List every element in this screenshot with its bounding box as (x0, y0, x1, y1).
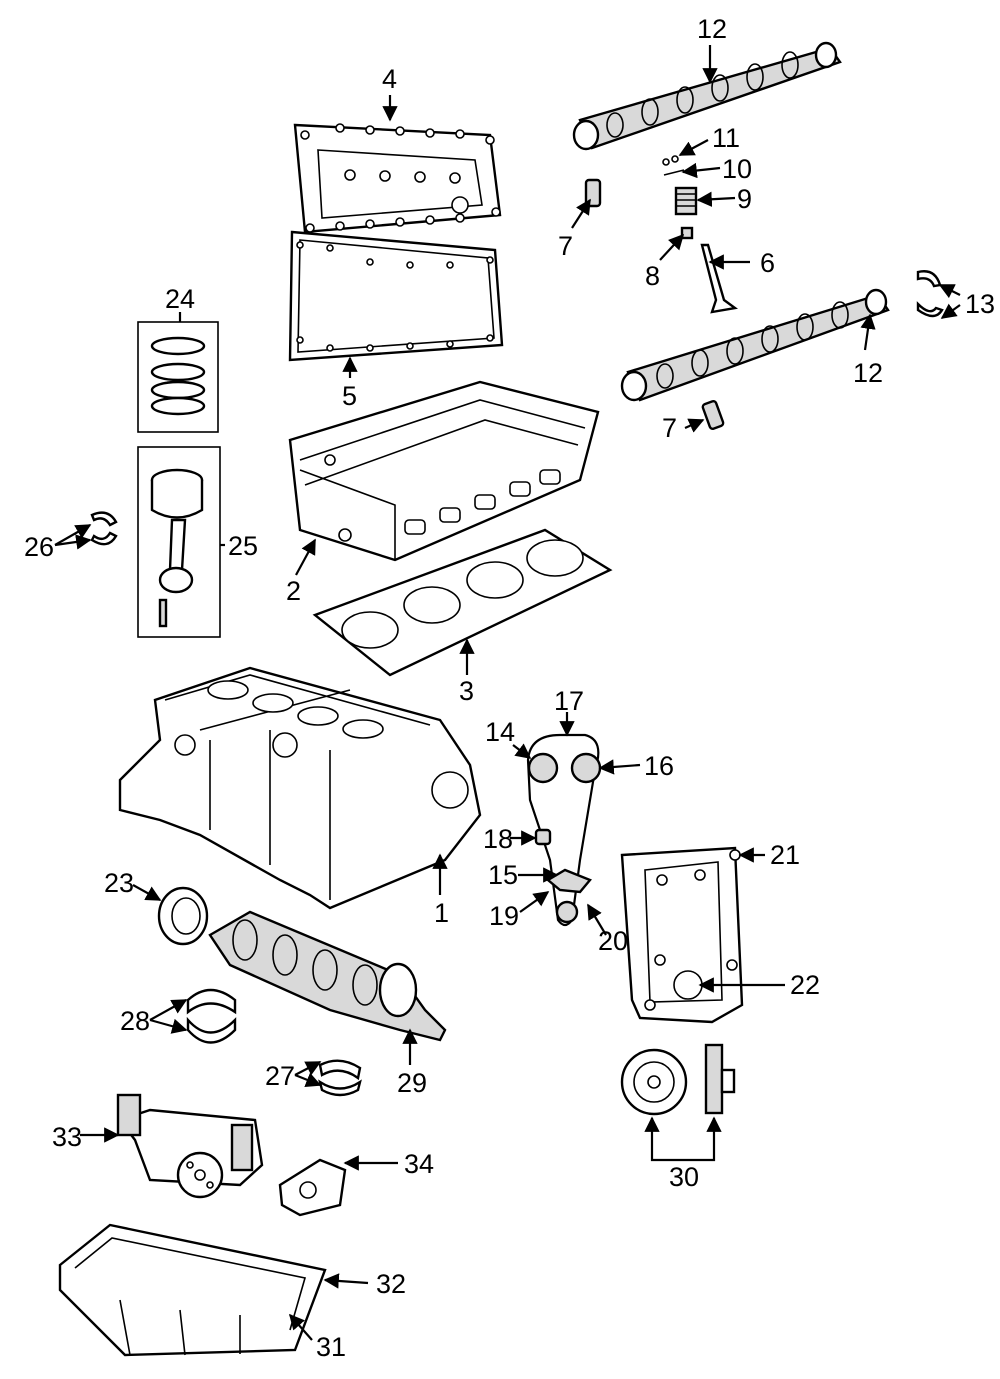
callout-33: 33 (52, 1122, 82, 1152)
callout-16: 16 (644, 751, 674, 781)
callout-31: 31 (316, 1332, 346, 1362)
rod-bearings (90, 511, 118, 546)
camshaft-upper (572, 41, 842, 151)
callout-1: 1 (434, 898, 449, 928)
valve (700, 243, 738, 314)
callout-2: 2 (286, 576, 301, 606)
callout-21: 21 (770, 840, 800, 870)
callout-12-upper: 12 (697, 14, 727, 44)
thrust-bearings (318, 1059, 362, 1097)
valve-cover (293, 123, 502, 234)
lifter-lower (701, 400, 725, 430)
cylinder-head (288, 380, 600, 562)
callout-18: 18 (483, 824, 513, 854)
rear-main-seal (157, 886, 209, 946)
callout-19: 19 (489, 901, 519, 931)
damper-pulley (620, 1043, 736, 1116)
callout-13: 13 (965, 289, 995, 319)
callout-34: 34 (404, 1149, 434, 1179)
valve-seal (680, 226, 694, 240)
piston-rings-box (137, 321, 219, 433)
valve-keepers (662, 155, 685, 176)
callout-22: 22 (790, 970, 820, 1000)
callout-20: 20 (598, 926, 628, 956)
callout-15: 15 (488, 860, 518, 890)
callout-25: 25 (228, 531, 258, 561)
callout-labels: 12 11 10 9 6 8 7 13 12 7 4 5 24 25 26 2 … (24, 14, 995, 1362)
engine-block (118, 666, 482, 910)
callout-12-lower: 12 (853, 358, 883, 388)
callout-6: 6 (760, 248, 775, 278)
callout-7-upper: 7 (558, 231, 573, 261)
callout-8: 8 (645, 261, 660, 291)
oil-filter-adapter (278, 1158, 347, 1217)
chain-tensioner (534, 828, 552, 846)
callout-5: 5 (342, 381, 357, 411)
leader-lines (54, 45, 961, 1341)
callout-23: 23 (104, 868, 134, 898)
valve-cover-gasket (288, 230, 504, 362)
callout-3: 3 (459, 676, 474, 706)
timing-chain (526, 733, 602, 927)
callout-26: 26 (24, 532, 54, 562)
callout-29: 29 (397, 1068, 427, 1098)
main-bearings (186, 988, 237, 1044)
head-gasket (312, 528, 613, 677)
callout-11: 11 (712, 123, 740, 153)
oil-pan (58, 1223, 327, 1357)
callout-7-lower: 7 (662, 413, 677, 443)
callout-4: 4 (382, 64, 397, 94)
callout-30: 30 (669, 1162, 699, 1192)
crankshaft (208, 910, 447, 1042)
callout-10: 10 (722, 154, 752, 184)
camshaft-bearings (916, 270, 944, 318)
oil-pump (116, 1093, 264, 1199)
camshaft-lower (620, 288, 890, 402)
callout-9: 9 (737, 184, 752, 214)
valve-spring (674, 186, 698, 216)
timing-cover (620, 846, 744, 1024)
callout-32: 32 (376, 1269, 406, 1299)
piston-rod-box (137, 446, 221, 638)
callout-28: 28 (120, 1006, 150, 1036)
callout-14: 14 (485, 717, 515, 747)
callout-24: 24 (165, 284, 195, 314)
callout-17: 17 (554, 686, 584, 716)
callout-27: 27 (265, 1061, 295, 1091)
